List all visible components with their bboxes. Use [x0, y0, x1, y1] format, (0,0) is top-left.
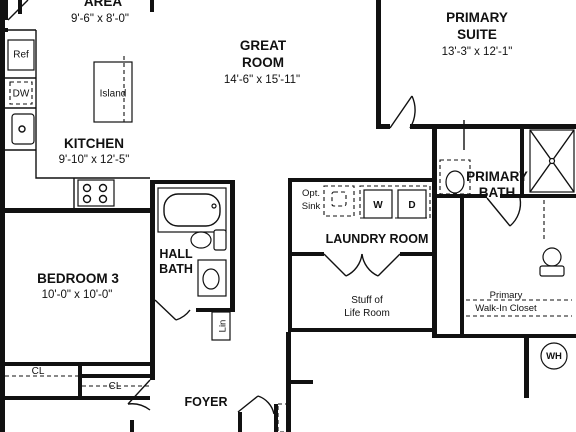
- opt-sink-label-line1: Opt.: [302, 188, 320, 199]
- washer: [363, 189, 393, 219]
- dishwasher-label: DW: [13, 89, 30, 100]
- refrigerator: [7, 39, 35, 71]
- primary-closet-line1: Primary: [490, 290, 523, 301]
- great-room-size: 14'-6" x 15'-11": [224, 74, 300, 86]
- great-room-title-line2: ROOM: [242, 55, 284, 70]
- primary-closet-line2: Walk-In Closet: [475, 303, 537, 314]
- primary-bath-title-line1: PRIMARY: [466, 169, 528, 184]
- refrigerator-label: Ref: [13, 50, 29, 61]
- kitchen-counters: [5, 29, 150, 208]
- primary-suite-title-line1: PRIMARY: [446, 10, 508, 25]
- dryer: [397, 189, 427, 219]
- dining-area-title: AREA: [84, 0, 123, 9]
- foyer-title: FOYER: [184, 395, 227, 409]
- hall-bath-door: [154, 299, 177, 321]
- hall-bath-title-line1: HALL: [159, 247, 193, 261]
- closet-2-label: CL: [109, 381, 122, 392]
- kitchen-island: [93, 61, 133, 123]
- opt-sink-outline: [323, 185, 355, 217]
- primary-suite-size: 13'-3" x 12'-1": [442, 46, 513, 58]
- primary-bath-title-line2: BATH: [479, 185, 516, 200]
- dining-area-size: 9'-6" x 8'-0": [71, 13, 129, 25]
- opt-sink-label-line2: Sink: [302, 201, 321, 212]
- primary-bath-door: [486, 197, 511, 227]
- kitchen-sink: [11, 113, 35, 145]
- hall-toilet: [190, 231, 212, 249]
- hall-bath-title-line2: BATH: [159, 262, 193, 276]
- kitchen-size: 9'-10" x 12'-5": [59, 154, 130, 166]
- water-heater-label: WH: [546, 351, 562, 362]
- bedroom-3-title: BEDROOM 3: [37, 271, 119, 286]
- linen-closet: [211, 311, 231, 341]
- primary-vanity: [439, 159, 471, 195]
- water-heater: [540, 342, 568, 370]
- bedroom-3-size: 10'-0" x 10'-0": [42, 289, 113, 301]
- linen-label: Lin: [218, 320, 229, 333]
- laundry-door-left: [323, 253, 347, 277]
- dishwasher: [9, 81, 33, 105]
- bedroom-3-door: [127, 379, 151, 405]
- foyer-door: [237, 395, 259, 413]
- primary-toilet: [542, 247, 562, 267]
- primary-suite-door: [389, 95, 413, 129]
- range-cooktop: [77, 179, 115, 207]
- laundry-room-title: LAUNDRY ROOM: [326, 232, 429, 246]
- dryer-label: D: [408, 200, 415, 211]
- closet-1-label: CL: [32, 366, 45, 377]
- stuff-of-life-line2: Life Room: [344, 308, 390, 319]
- stuff-of-life-line1: Stuff of: [351, 295, 383, 306]
- dining-diagonal-wall: [7, 5, 23, 21]
- kitchen-title: KITCHEN: [64, 136, 124, 151]
- washer-dryer-outline: [359, 185, 431, 219]
- laundry-door-right: [377, 253, 401, 277]
- great-room-title-line1: GREAT: [240, 38, 287, 53]
- washer-label: W: [373, 200, 383, 211]
- island-label: Island: [100, 89, 127, 100]
- primary-suite-title-line2: SUITE: [457, 27, 497, 42]
- hall-bathtub: [157, 187, 227, 233]
- primary-bath-sink: [445, 170, 465, 194]
